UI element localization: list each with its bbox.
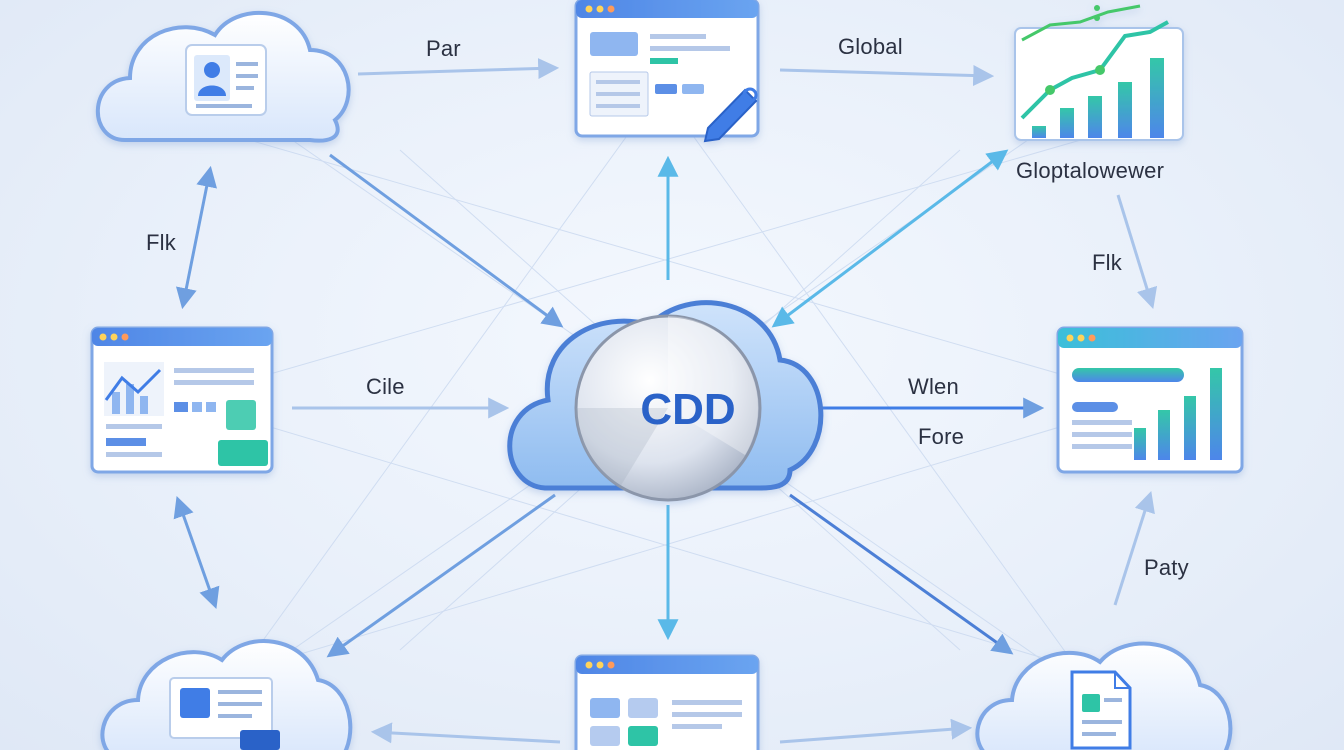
label-cile: Cile — [366, 374, 405, 399]
arrow-analytics-content — [173, 496, 220, 609]
label-fore: Fore — [918, 424, 965, 449]
hub-cloud: CDD — [507, 300, 824, 502]
arrow-hub-to-document — [789, 493, 1014, 655]
user-card-icon — [185, 44, 267, 116]
arrow-profile-to-hub — [329, 153, 564, 328]
label-paty: Paty — [1144, 555, 1189, 580]
arrow-document-to-dashboard — [1113, 490, 1155, 606]
image-card-icon — [169, 677, 280, 750]
label-gloptalowewer: Gloptalowewer — [1016, 158, 1165, 183]
profile-cloud — [95, 10, 351, 143]
grid-window — [574, 654, 760, 750]
label-wlen: Wlen — [908, 374, 959, 399]
label-par: Par — [426, 36, 461, 61]
arrow-growth-to-dashboard — [1116, 194, 1158, 310]
connector-arrows — [173, 58, 1158, 744]
arrow-profile-analytics — [175, 165, 218, 310]
arrow-profile-to-editor — [357, 58, 560, 80]
bar-chart-icon — [1072, 368, 1222, 460]
growth-chart — [1014, 4, 1184, 141]
editor-window — [574, 0, 760, 143]
analytics-window — [90, 326, 274, 474]
document-icon — [1070, 670, 1132, 750]
trend-chart-icon — [1020, 4, 1169, 138]
pencil-icon — [703, 87, 758, 143]
line-chart-icon — [104, 362, 164, 416]
content-cloud — [100, 639, 353, 750]
arrow-grid-to-content — [370, 722, 561, 744]
arrow-hub-to-content — [326, 493, 556, 658]
label-flk-right: Flk — [1092, 250, 1122, 275]
dashboard-window — [1056, 326, 1244, 474]
arrow-hub-growth — [771, 149, 1009, 328]
label-flk-left: Flk — [146, 230, 176, 255]
arrow-grid-to-document — [779, 718, 973, 744]
grid-icon — [590, 698, 658, 746]
hub-title: CDD — [640, 385, 735, 434]
document-cloud — [975, 641, 1233, 750]
arrow-editor-to-growth — [779, 65, 995, 87]
label-global: Global — [838, 34, 903, 59]
